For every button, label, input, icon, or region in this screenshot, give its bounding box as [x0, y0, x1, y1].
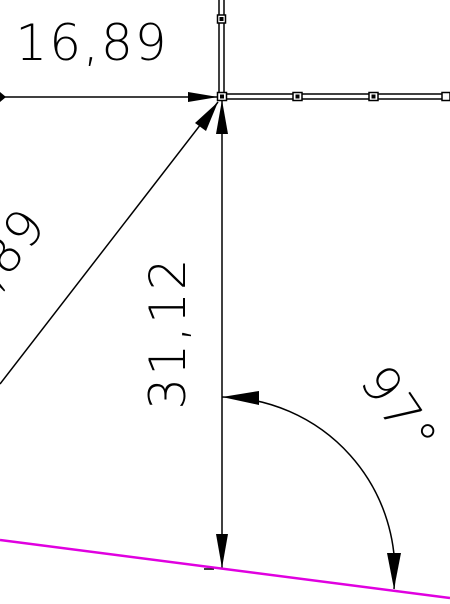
vertical-dimension[interactable]: 31,12	[139, 100, 228, 570]
grip-handle[interactable]	[441, 91, 450, 102]
magenta-reference-line[interactable]	[0, 538, 450, 600]
horizontal-dimension[interactable]: 16,89	[0, 14, 218, 102]
horizontal-polyline[interactable]	[226, 91, 450, 102]
angle-dimension-text: 97°	[349, 355, 450, 466]
angle-dimension[interactable]: 97°	[221, 355, 450, 590]
vertical-dimension-text: 31,12	[139, 256, 197, 409]
vertical-polyline[interactable]	[216, 0, 227, 94]
diagonal-dimension-text: 5,89	[0, 197, 58, 327]
horizontal-dimension-text: 16,89	[15, 14, 168, 72]
